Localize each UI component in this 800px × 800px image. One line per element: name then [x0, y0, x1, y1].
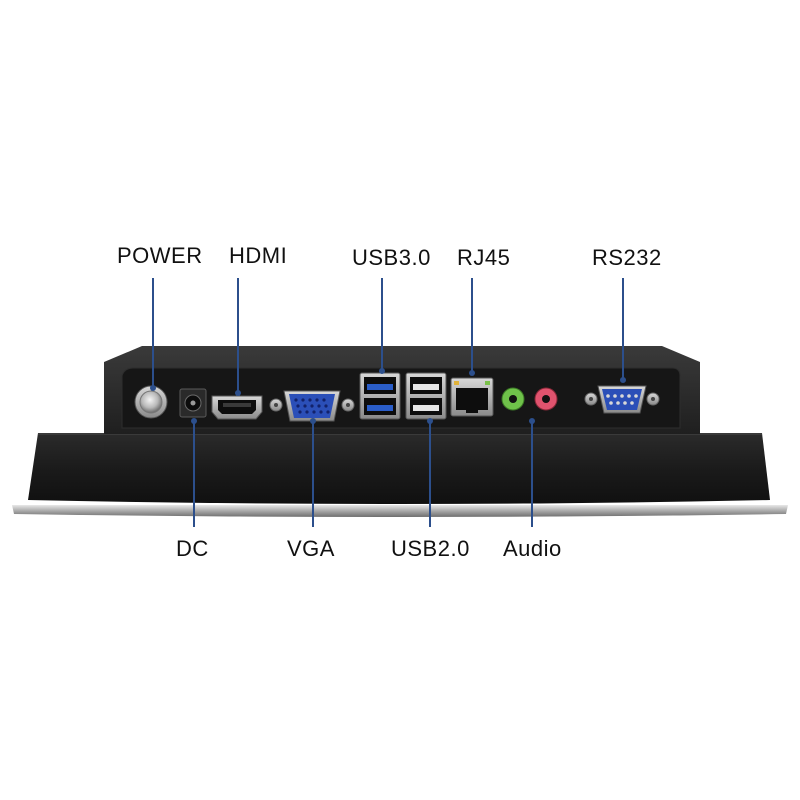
rs232-port — [584, 385, 660, 414]
vga-port — [269, 390, 355, 422]
dc-jack — [179, 388, 207, 418]
dc-label: DC — [176, 536, 209, 561]
usb20-ports — [405, 372, 447, 420]
audio-jacks — [501, 387, 558, 411]
rs232-label: RS232 — [592, 245, 662, 270]
rj45-port — [450, 377, 494, 417]
power-button — [134, 385, 168, 419]
leader-lines — [150, 278, 626, 527]
rj45-label: RJ45 — [457, 245, 511, 270]
hdmi-label: HDMI — [229, 243, 288, 268]
vga-label: VGA — [287, 536, 335, 561]
usb30-ports — [359, 372, 401, 420]
power-label: POWER — [117, 243, 203, 268]
audio-label: Audio — [503, 536, 562, 561]
hdmi-port — [211, 395, 263, 420]
usb30-label: USB3.0 — [352, 245, 431, 270]
usb20-label: USB2.0 — [391, 536, 470, 561]
device-lower-body — [28, 433, 770, 504]
front-bezel — [12, 505, 788, 517]
